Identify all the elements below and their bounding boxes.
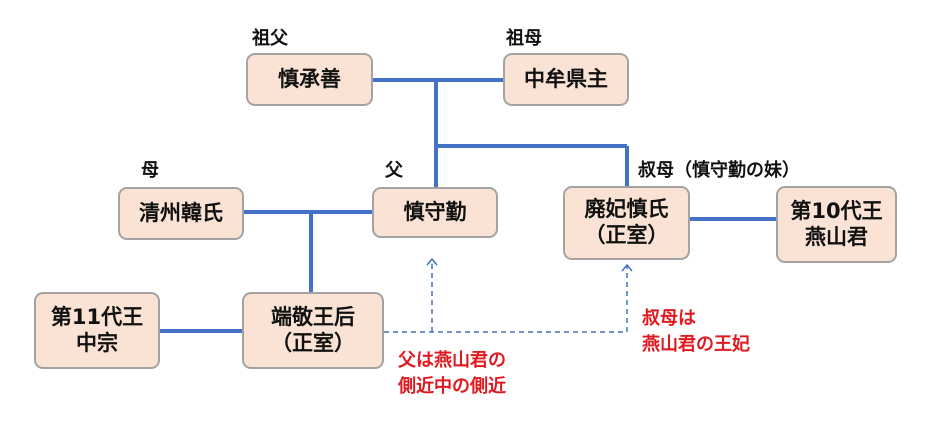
person-chumuken: 中牟県主 [503, 53, 629, 106]
person-title: （正室） [584, 223, 669, 247]
label-mother: 母 [141, 160, 159, 181]
note-aunt-line1: 叔母は [642, 308, 696, 329]
person-name: 端敬王后 [271, 304, 355, 329]
person-name: 慎承善 [278, 66, 341, 91]
person-name: 清州韓氏 [139, 200, 223, 225]
person-title: （正室） [271, 330, 355, 355]
label-grandfather: 祖父 [252, 28, 288, 49]
person-name: 中牟県主 [524, 66, 608, 91]
person-king10: 第10代王 燕山君 [776, 186, 897, 263]
note-aunt-line2: 燕山君の王妃 [642, 334, 750, 356]
person-shin-shukin: 慎守勤 [372, 187, 498, 238]
person-king11: 第11代王 中宗 [34, 292, 160, 369]
person-name: 中宗 [76, 330, 118, 355]
label-grandmother: 祖母 [506, 28, 542, 49]
person-haihi: 廃妃慎氏 （正室） [563, 186, 690, 260]
person-name: 燕山君 [805, 224, 868, 249]
person-name: 慎守勤 [403, 199, 467, 224]
note-father: 父は燕山君の 側近中の側近 [398, 348, 506, 400]
person-seishu-kan: 清州韓氏 [118, 187, 244, 240]
person-title: 第10代王 [790, 198, 883, 223]
note-aunt: 叔母は 燕山君の王妃 [642, 306, 750, 358]
note-father-line1: 父は燕山君の [398, 350, 506, 371]
label-aunt: 叔母（慎守勤の妹） [638, 160, 800, 181]
person-shin-shozen: 慎承善 [246, 53, 373, 106]
person-title: 第11代王 [50, 304, 144, 329]
person-name: 廃妃慎氏 [584, 197, 669, 222]
note-father-line2: 側近中の側近 [398, 376, 506, 398]
person-tankei: 端敬王后 （正室） [242, 292, 384, 369]
label-father: 父 [385, 160, 403, 181]
